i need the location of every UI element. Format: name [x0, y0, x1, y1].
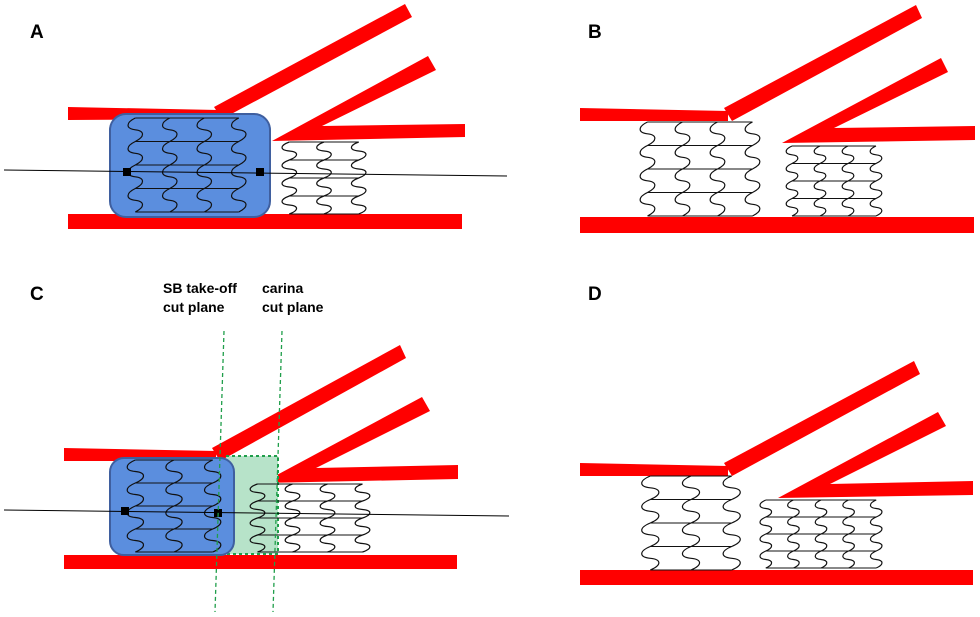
- panel-a-marker-distal: [256, 168, 264, 176]
- panel-b: B: [580, 5, 975, 233]
- panel-b-stent-main: [639, 121, 761, 217]
- panel-a-side-branch-lower-wall: [272, 56, 465, 141]
- panel-d-label: D: [588, 284, 602, 305]
- panel-d-vessel: [580, 361, 973, 585]
- sb-takeoff-annotation-line2: cut plane: [163, 299, 225, 315]
- panel-a-side-branch-upper-wall: [214, 4, 412, 119]
- panel-a-marker-proximal: [123, 168, 131, 176]
- panel-c-label: C: [30, 284, 44, 305]
- panel-d-side-branch-lower-wall: [778, 412, 973, 498]
- panel-c-stent-distal: [249, 483, 371, 553]
- panel-c-side-branch-upper-wall: [212, 345, 406, 461]
- panel-a-stent-proximal: [127, 117, 247, 213]
- panel-d-main-upper-wall: [580, 463, 728, 476]
- panel-d-main-lower-wall: [580, 570, 973, 585]
- panel-a-stent-distal: [281, 141, 367, 215]
- panel-c-side-branch-lower-wall: [262, 397, 458, 483]
- panel-b-side-branch-upper-wall: [724, 5, 922, 121]
- panel-b-label: B: [588, 22, 602, 43]
- panel-c: C SB take-off cut plane carina cut plane: [3, 280, 510, 613]
- sb-takeoff-annotation-line1: SB take-off: [163, 280, 237, 296]
- panel-b-main-upper-wall: [580, 108, 728, 121]
- carina-annotation-line2: cut plane: [262, 299, 324, 315]
- panel-b-main-lower-wall: [580, 217, 974, 233]
- panel-d-side-branch-upper-wall: [724, 361, 920, 476]
- carina-cut-plane: [272, 330, 283, 613]
- panel-b-stent-distal: [785, 145, 883, 217]
- carina-annotation-line1: carina: [262, 280, 303, 296]
- panel-c-main-lower-wall: [64, 555, 457, 569]
- panel-a-label: A: [30, 22, 44, 43]
- panel-a: A: [3, 4, 508, 229]
- panel-a-guidewire: [3, 169, 508, 177]
- panel-d: D: [580, 284, 973, 585]
- panel-c-marker-proximal: [121, 507, 129, 515]
- panel-b-vessel: [580, 5, 975, 233]
- panel-d-stent-distal: [759, 499, 883, 569]
- panel-c-guidewire: [3, 509, 510, 517]
- panel-b-side-branch-lower-wall: [782, 58, 975, 143]
- sb-takeoff-cut-plane: [214, 330, 225, 613]
- panel-d-stent-main: [641, 475, 741, 571]
